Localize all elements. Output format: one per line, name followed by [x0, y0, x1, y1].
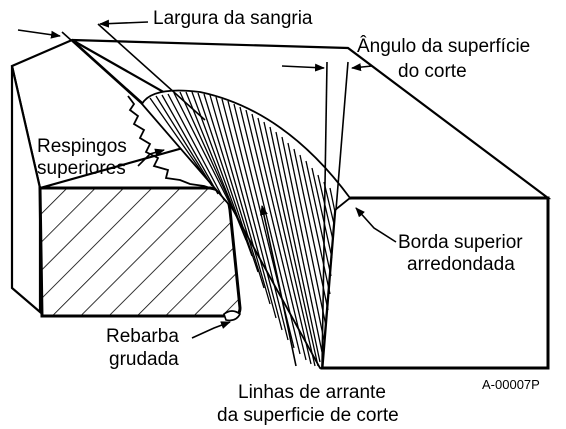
drag-lines	[149, 91, 336, 367]
figure-code: A-00007P	[482, 377, 540, 392]
spatter-leader	[137, 148, 165, 167]
top-spatter-edge	[127, 95, 217, 191]
left-block-cut-face	[38, 186, 242, 318]
dross-label-line1: Rebarba	[106, 326, 179, 347]
rounded-edge-label-line2: arredondada	[407, 254, 515, 275]
rounded-edge-label-line1: Borda superior	[398, 232, 523, 253]
cut-angle-dimension	[281, 61, 373, 369]
kerf-width-label: Largura da sangria	[153, 8, 313, 29]
cut-angle-label-line1: Ângulo da superfície	[357, 35, 530, 57]
leader-lines	[137, 148, 397, 367]
drag-lines-leader	[259, 205, 297, 367]
dross-leader	[191, 321, 231, 339]
drag-lines-label-line1: Linhas de arrante	[238, 382, 386, 403]
top-spatter-label-line2: superiores	[37, 158, 126, 179]
cut-angle-label-line2: do corte	[398, 61, 467, 82]
rounded-edge-leader	[355, 207, 397, 243]
drag-lines-label-line2: da superficie de corte	[217, 405, 399, 426]
dross-label-line2: grudada	[109, 349, 179, 370]
left-block-end-face	[10, 65, 42, 315]
right-block-end-face	[320, 196, 550, 370]
kerf-channel	[127, 89, 352, 369]
dross-blob	[223, 310, 242, 322]
top-spatter-label-line1: Respingos	[37, 136, 127, 157]
kerf-width-dimension	[17, 19, 206, 121]
